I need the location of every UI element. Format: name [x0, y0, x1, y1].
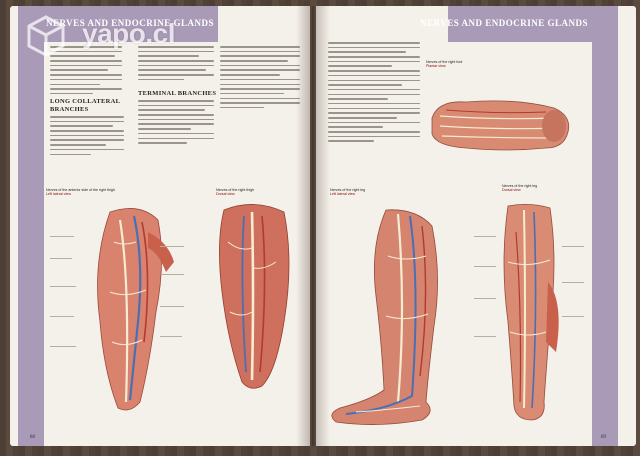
watermark: yapo.cl: [24, 14, 234, 58]
cube-logo-icon: [27, 15, 65, 57]
illustration-foot-plantar: [431, 100, 570, 151]
left-page-purple-band: [18, 6, 44, 446]
left-page-number: 88: [30, 435, 35, 440]
watermark-text: yapo.cl: [82, 18, 175, 49]
right-page-text: [328, 42, 420, 145]
right-page-purple-band: [592, 6, 618, 446]
left-intro-text: [50, 46, 122, 98]
illustration-anterior-thigh: [97, 208, 174, 411]
figure-caption-leg-dorsal: Nerves of the right leg Dorsal view: [502, 184, 538, 193]
figure-caption-foot-plantar: Nerves of the right foot Plantar view: [426, 60, 463, 69]
right-page-number: 89: [601, 435, 606, 440]
book-spine-shadow: [296, 6, 330, 446]
terminal-branches-text: [138, 100, 214, 147]
right-page: NERVES AND ENDOCRINE GLANDS Nerves of th…: [316, 6, 636, 446]
right-running-head: NERVES AND ENDOCRINE GLANDS: [420, 18, 588, 28]
figure-caption-leg-lateral: Nerves of the right leg Left lateral vie…: [330, 188, 366, 197]
figure-caption-anterior-thigh: Nerves of the anterior side of the right…: [46, 188, 115, 197]
left-running-head-bar: [18, 6, 218, 42]
illustration-leg-dorsal: [503, 204, 559, 421]
section-heading-long-collateral: LONG COLLATERAL: [50, 98, 121, 105]
left-column-text: [50, 116, 124, 158]
section-heading-branches: BRANCHES: [50, 106, 89, 113]
illustration-leg-lateral: [331, 209, 438, 425]
left-page: NERVES AND ENDOCRINE GLANDS LONG COLLATE…: [10, 6, 310, 446]
figure-caption-thigh-dorsal: Nerves of the right thigh Dorsal view: [216, 188, 255, 197]
illustration-thigh-dorsal: [219, 204, 290, 389]
right-running-head-bar: [448, 6, 618, 42]
left-running-head: NERVES AND ENDOCRINE GLANDS: [46, 18, 214, 28]
middle-column-text: [138, 46, 214, 84]
section-heading-terminal-branches: TERMINAL BRANCHES: [138, 90, 217, 97]
right-column-text: [220, 46, 300, 112]
